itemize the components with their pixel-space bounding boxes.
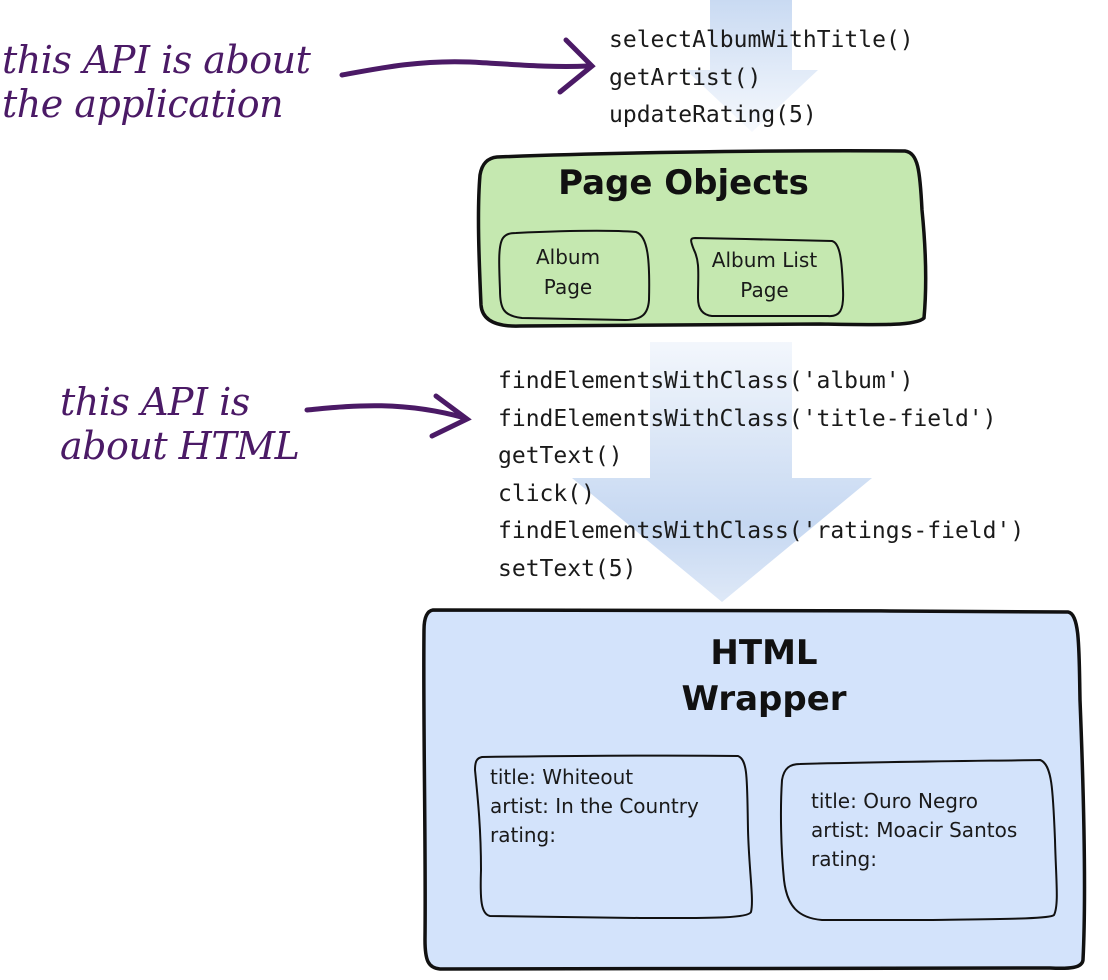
application-api-call: updateRating(5) <box>609 102 817 128</box>
album-list-page-label-line-2: Page <box>740 278 789 302</box>
record-title: title: Whiteout <box>490 765 634 789</box>
html-api-call: findElementsWithClass('title-field') <box>498 405 997 432</box>
html-api-call: click() <box>498 480 595 507</box>
html-api-call: getText() <box>498 443 623 469</box>
application-api-call: getArtist() <box>609 64 762 91</box>
record-title: title: Ouro Negro <box>811 789 978 813</box>
album-page-label-line-1: Album <box>535 245 601 269</box>
record-artist: artist: Moacir Santos <box>811 818 1018 842</box>
annotation-application: this API is about the application <box>2 38 311 126</box>
html-api-list: findElementsWithClass('album') findEleme… <box>498 363 1024 588</box>
html-api-call: findElementsWithClass('album') <box>498 368 914 394</box>
html-api-call: setText(5) <box>498 555 637 582</box>
album-record: title: Whiteout artist: In the Country r… <box>490 763 699 850</box>
album-page-label: Album Page <box>503 242 633 302</box>
annotation-application-line-1: this API is about <box>2 38 311 82</box>
album-page-label-line-2: Page <box>543 275 593 299</box>
html-wrapper-title-line-1: HTML <box>710 633 818 673</box>
flow-arrow-html <box>572 342 872 602</box>
album-list-page-label: Album List Page <box>697 245 832 305</box>
annotation-application-line-2: the application <box>2 82 284 126</box>
record-box-ouro-negro <box>779 758 1058 921</box>
html-wrapper-title-line-2: Wrapper <box>681 679 847 719</box>
application-api-call: selectAlbumWithTitle() <box>609 27 914 53</box>
record-artist: artist: In the Country <box>490 794 699 818</box>
album-list-page-label-line-1: Album List <box>711 248 818 272</box>
record-rating: rating: <box>490 823 556 847</box>
album-page-box <box>498 229 651 322</box>
annotation-html-line-2: about HTML <box>60 424 300 468</box>
application-api-list: selectAlbumWithTitle() getArtist() updat… <box>609 22 914 135</box>
annotation-html-line-1: this API is <box>60 380 250 424</box>
annotation-html: this API is about HTML <box>60 380 300 468</box>
album-record: title: Ouro Negro artist: Moacir Santos … <box>811 787 1017 874</box>
page-objects-title: Page Objects <box>558 163 809 203</box>
record-box-whiteout <box>473 754 753 920</box>
annotation-arrow-html <box>304 393 472 439</box>
annotation-arrow-application <box>339 37 596 95</box>
html-api-call: findElementsWithClass('ratings-field') <box>498 518 1025 544</box>
record-rating: rating: <box>811 847 877 871</box>
flow-arrow-application <box>686 0 818 132</box>
html-wrapper-title: HTML Wrapper <box>614 630 914 722</box>
album-list-page-box <box>690 236 845 318</box>
html-wrapper-box <box>422 608 1087 971</box>
